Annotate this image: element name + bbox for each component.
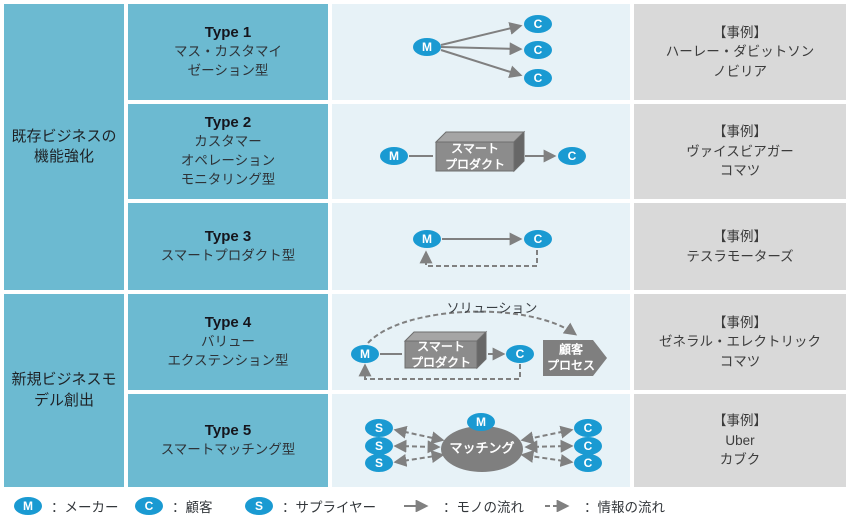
legend-supplier-label: ：サプライヤー [282, 500, 377, 515]
type2-cell: Type 2 カスタマー オペレーション モニタリング型 [128, 104, 328, 199]
type2-shapes [409, 130, 557, 173]
maker-node: M [467, 413, 495, 431]
type1-example: 【事例】 ハーレー・ダビットソン ノビリア [634, 4, 846, 100]
customer-node: C [574, 454, 602, 472]
type3-name: スマートプロダクト型 [160, 247, 296, 263]
type4-example: 【事例】 ゼネラル・エレクトリック コマツ [634, 294, 846, 390]
type3-title: Type 3 [204, 227, 252, 245]
type4-cell: Type 4 バリュー エクステンション型 [128, 294, 328, 390]
type2-diagram: スマート プロダクト M C [332, 104, 630, 199]
maker-node: M [380, 147, 408, 165]
customer-node: C [524, 230, 552, 248]
type1-title: Type 1 [204, 23, 252, 41]
type2-example: 【事例】 ヴァイスビアガー コマツ [634, 104, 846, 199]
legend-goods-flow-label: ：モノの流れ [443, 500, 524, 515]
smart-product-label: スマート プロダクト [410, 339, 472, 369]
legend-info-flow-label: ：情報の流れ [584, 500, 665, 515]
type5-name: スマートマッチング型 [160, 441, 296, 457]
type3-example: 【事例】 テスラモーターズ [634, 203, 846, 290]
type4-name: バリュー エクステンション型 [167, 333, 289, 368]
maker-node-icon: M [14, 497, 42, 515]
supplier-node: S [365, 419, 393, 437]
type1-arrows [440, 22, 523, 79]
type1-diagram: M C C C [332, 4, 630, 100]
legend-maker: M ：メーカー [14, 496, 119, 516]
type3-diagram: M C [332, 203, 630, 290]
group-new-business: 新規ビジネスモ デル創出 [4, 294, 124, 487]
customer-node-icon: C [135, 497, 163, 515]
legend-maker-label: ：メーカー [51, 500, 119, 515]
customer-process-label: 顧客 プロセス [546, 342, 596, 372]
group-existing-business: 既存ビジネスの 機能強化 [4, 4, 124, 290]
legend-customer-label: ：顧客 [172, 500, 213, 515]
dashed-arrow-icon [545, 500, 570, 512]
type5-shapes [393, 425, 574, 472]
legend-supplier: S ：サプライヤー [245, 496, 376, 516]
customer-node: C [574, 437, 602, 455]
legend-customer: C ：顧客 [135, 496, 213, 516]
maker-node: M [351, 345, 379, 363]
type1-name: マス・カスタマイ ゼーション型 [174, 43, 282, 78]
supplier-node: S [365, 454, 393, 472]
legend: M ：メーカー C ：顧客 S ：サプライヤー ：モノの流れ ：情報の流れ [4, 487, 846, 525]
type4-title: Type 4 [204, 313, 252, 331]
type2-title: Type 2 [204, 113, 252, 131]
solid-arrow-icon [404, 500, 429, 512]
customer-node: C [506, 345, 534, 363]
type3-arrows [419, 232, 538, 267]
smart-product-label: スマート プロダクト [444, 141, 506, 171]
type5-example: 【事例】 Uber カブク [634, 394, 846, 487]
type2-name: カスタマー オペレーション モニタリング型 [180, 133, 276, 188]
maker-node: M [413, 230, 441, 248]
type4-shapes [358, 310, 607, 380]
customer-node: C [524, 69, 552, 87]
customer-node: C [524, 15, 552, 33]
type5-diagram: マッチング M S S S C C C [332, 394, 630, 487]
customer-node: C [574, 419, 602, 437]
business-model-matrix: 既存ビジネスの 機能強化 新規ビジネスモ デル創出 Type 1 マス・カスタマ… [4, 4, 846, 487]
legend-info-flow: ：情報の流れ [543, 496, 665, 516]
type1-cell: Type 1 マス・カスタマイ ゼーション型 [128, 4, 328, 100]
matching-label: マッチング [449, 440, 515, 456]
type5-title: Type 5 [204, 421, 252, 439]
type3-cell: Type 3 スマートプロダクト型 [128, 203, 328, 290]
type5-cell: Type 5 スマートマッチング型 [128, 394, 328, 487]
legend-goods-flow: ：モノの流れ [402, 496, 524, 516]
type4-diagram: ソリューション スマート プロダクト 顧客 プロセス M C [332, 294, 630, 390]
customer-node: C [524, 41, 552, 59]
maker-node: M [413, 38, 441, 56]
solution-label: ソリューション [446, 300, 538, 316]
supplier-node: S [365, 437, 393, 455]
customer-node: C [558, 147, 586, 165]
supplier-node-icon: S [245, 497, 273, 515]
